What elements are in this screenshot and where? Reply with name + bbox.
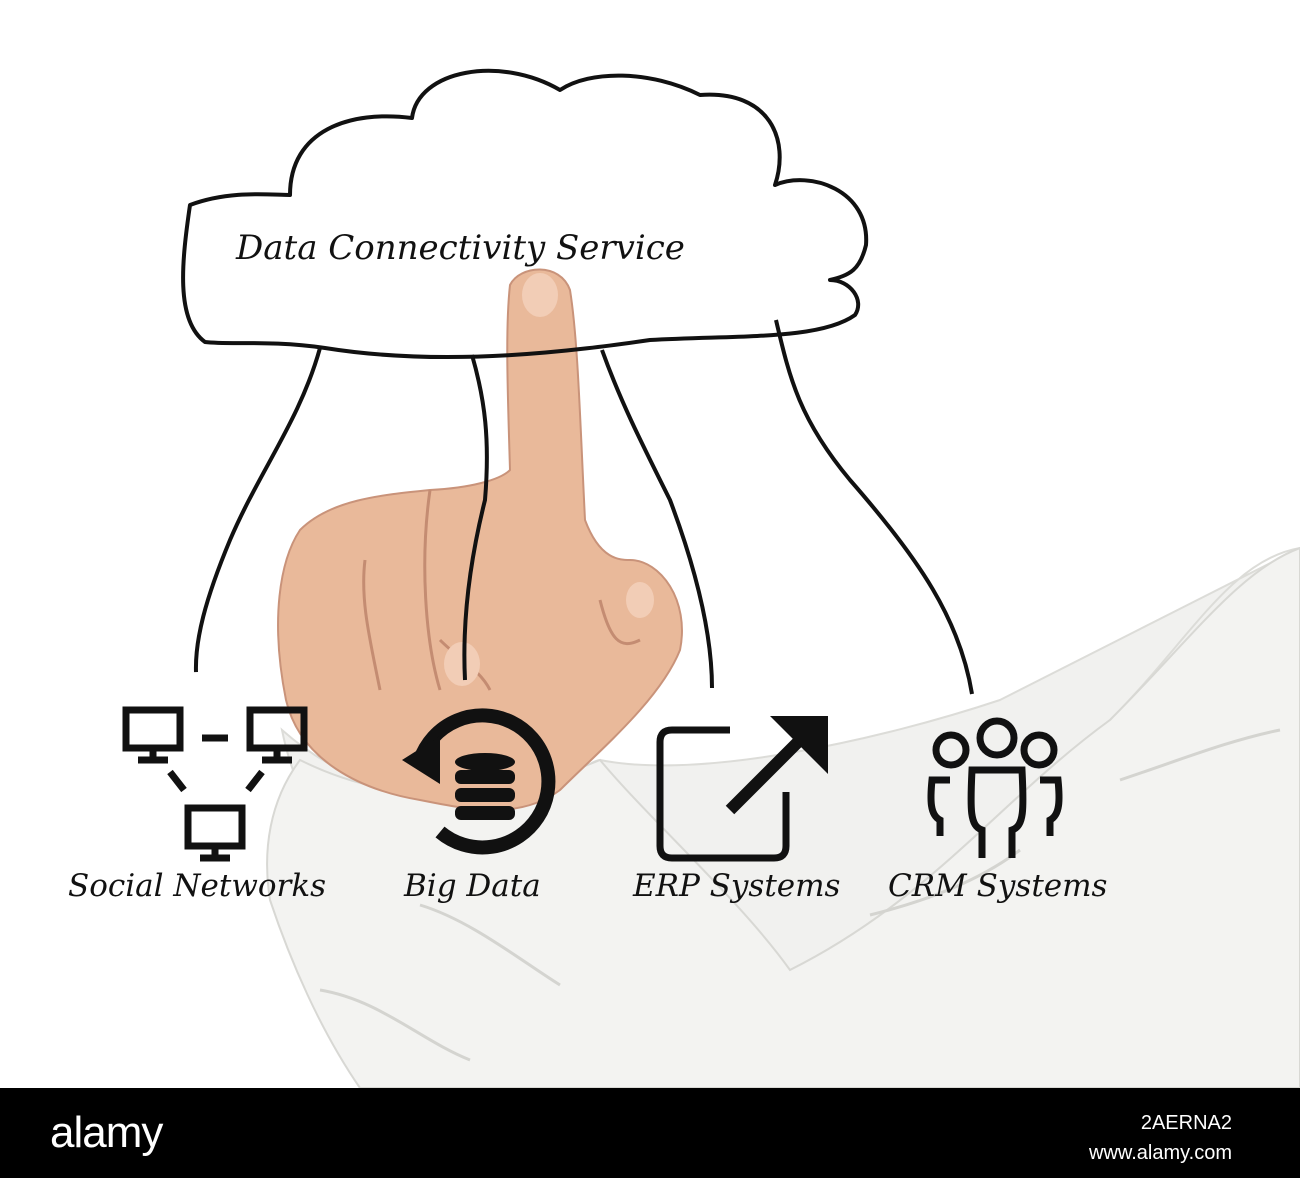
fingernail-middle: [444, 642, 480, 686]
edge-crm-systems: [774, 319, 974, 695]
footer-url: www.alamy.com: [1089, 1142, 1232, 1164]
sleeve-body: [266, 546, 1300, 1089]
cloud-outline: [181, 68, 869, 360]
edge-social-networks: [193, 347, 322, 673]
edge-big-data: [462, 354, 489, 681]
cloud-title: Data Connectivity Service: [236, 228, 685, 268]
node-label-big-data: Big Data: [404, 868, 541, 904]
database-refresh-icon: [402, 708, 556, 855]
footer-image-code: 2AERNA2: [1140, 1112, 1232, 1134]
sleeve-folds: [319, 728, 1281, 1062]
node-label-social-networks: Social Networks: [68, 868, 327, 904]
people-group-icon: [927, 717, 1063, 858]
network-computers-icon: [122, 706, 308, 862]
node-label-crm-systems: CRM Systems: [888, 868, 1108, 904]
external-link-icon: [656, 716, 828, 862]
footer-brand: alamy: [50, 1108, 163, 1157]
thumb-nail: [626, 582, 654, 618]
edge-erp-systems: [600, 349, 714, 689]
watermark-footer: alamy 2AERNA2 www.alamy.com: [0, 1088, 1300, 1178]
node-label-erp-systems: ERP Systems: [633, 868, 841, 904]
fingernail: [522, 273, 558, 317]
